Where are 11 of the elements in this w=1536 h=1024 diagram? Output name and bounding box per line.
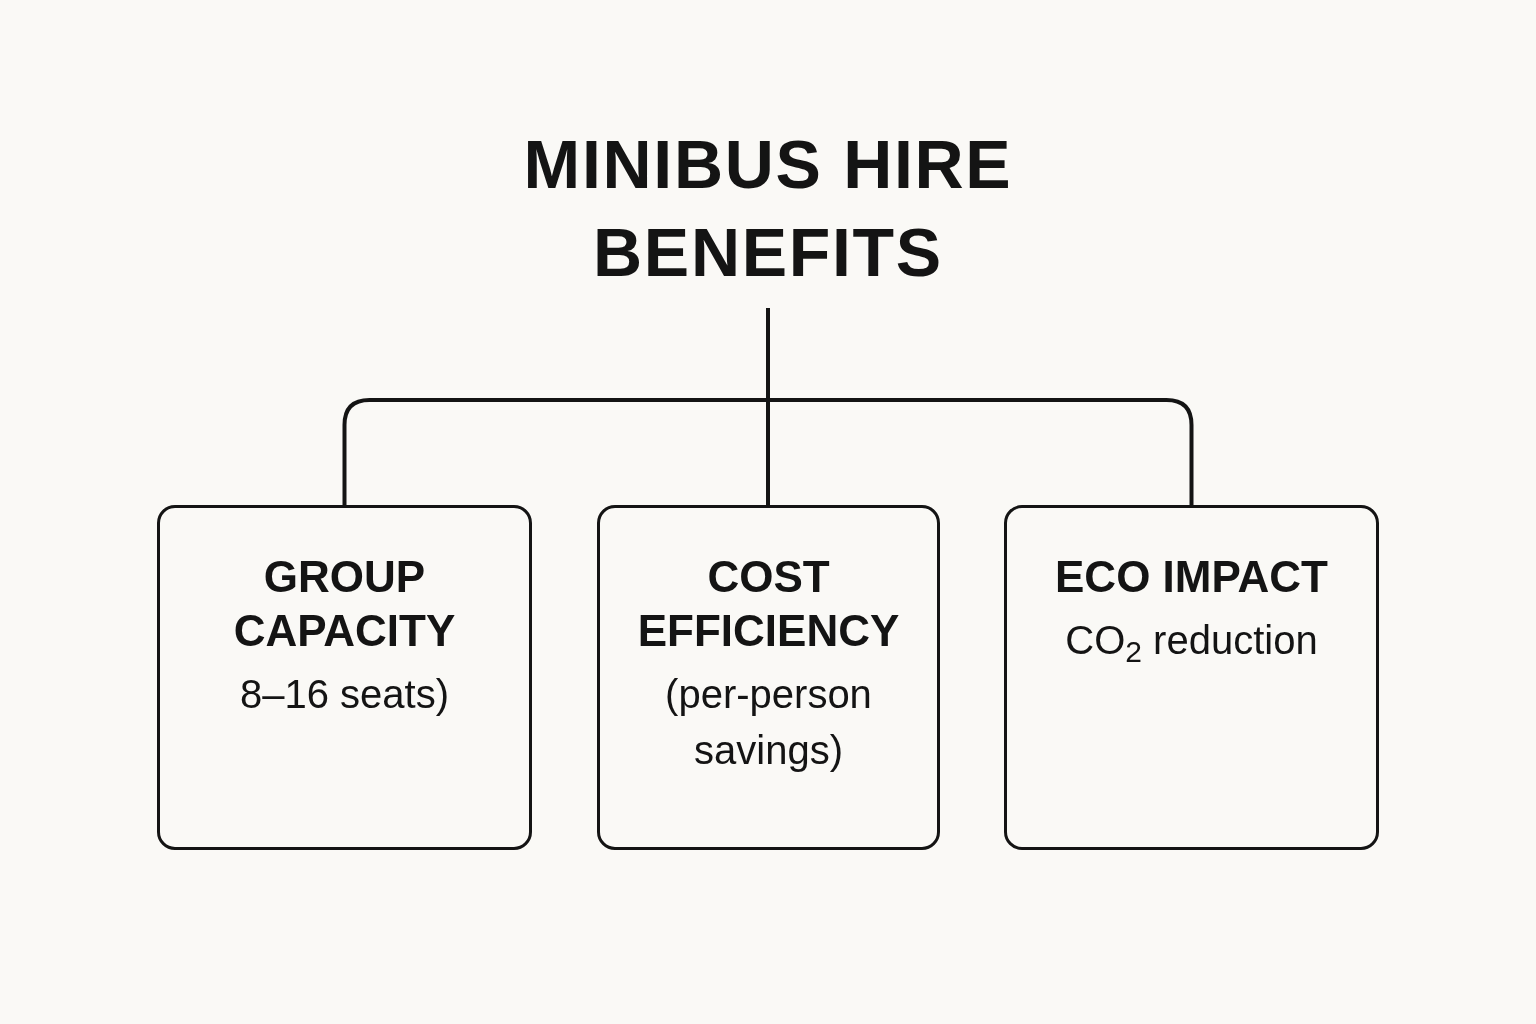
box-heading: ECO IMPACT [1055, 551, 1328, 603]
root-node-label: MINIBUS HIRE BENEFITS [522, 125, 1014, 292]
box-heading: COST EFFICIENCY [636, 551, 901, 657]
box-description: (per-person savings) [664, 671, 873, 774]
box-description: 8–16 seats) [240, 671, 449, 718]
benefit-box [157, 505, 532, 850]
box-heading: GROUP CAPACITY [232, 551, 457, 657]
benefit-box [1004, 505, 1379, 850]
box-description: CO$_{2}$ reduction [1065, 617, 1318, 668]
benefit-box [597, 505, 940, 850]
connector-line [766, 308, 1194, 505]
